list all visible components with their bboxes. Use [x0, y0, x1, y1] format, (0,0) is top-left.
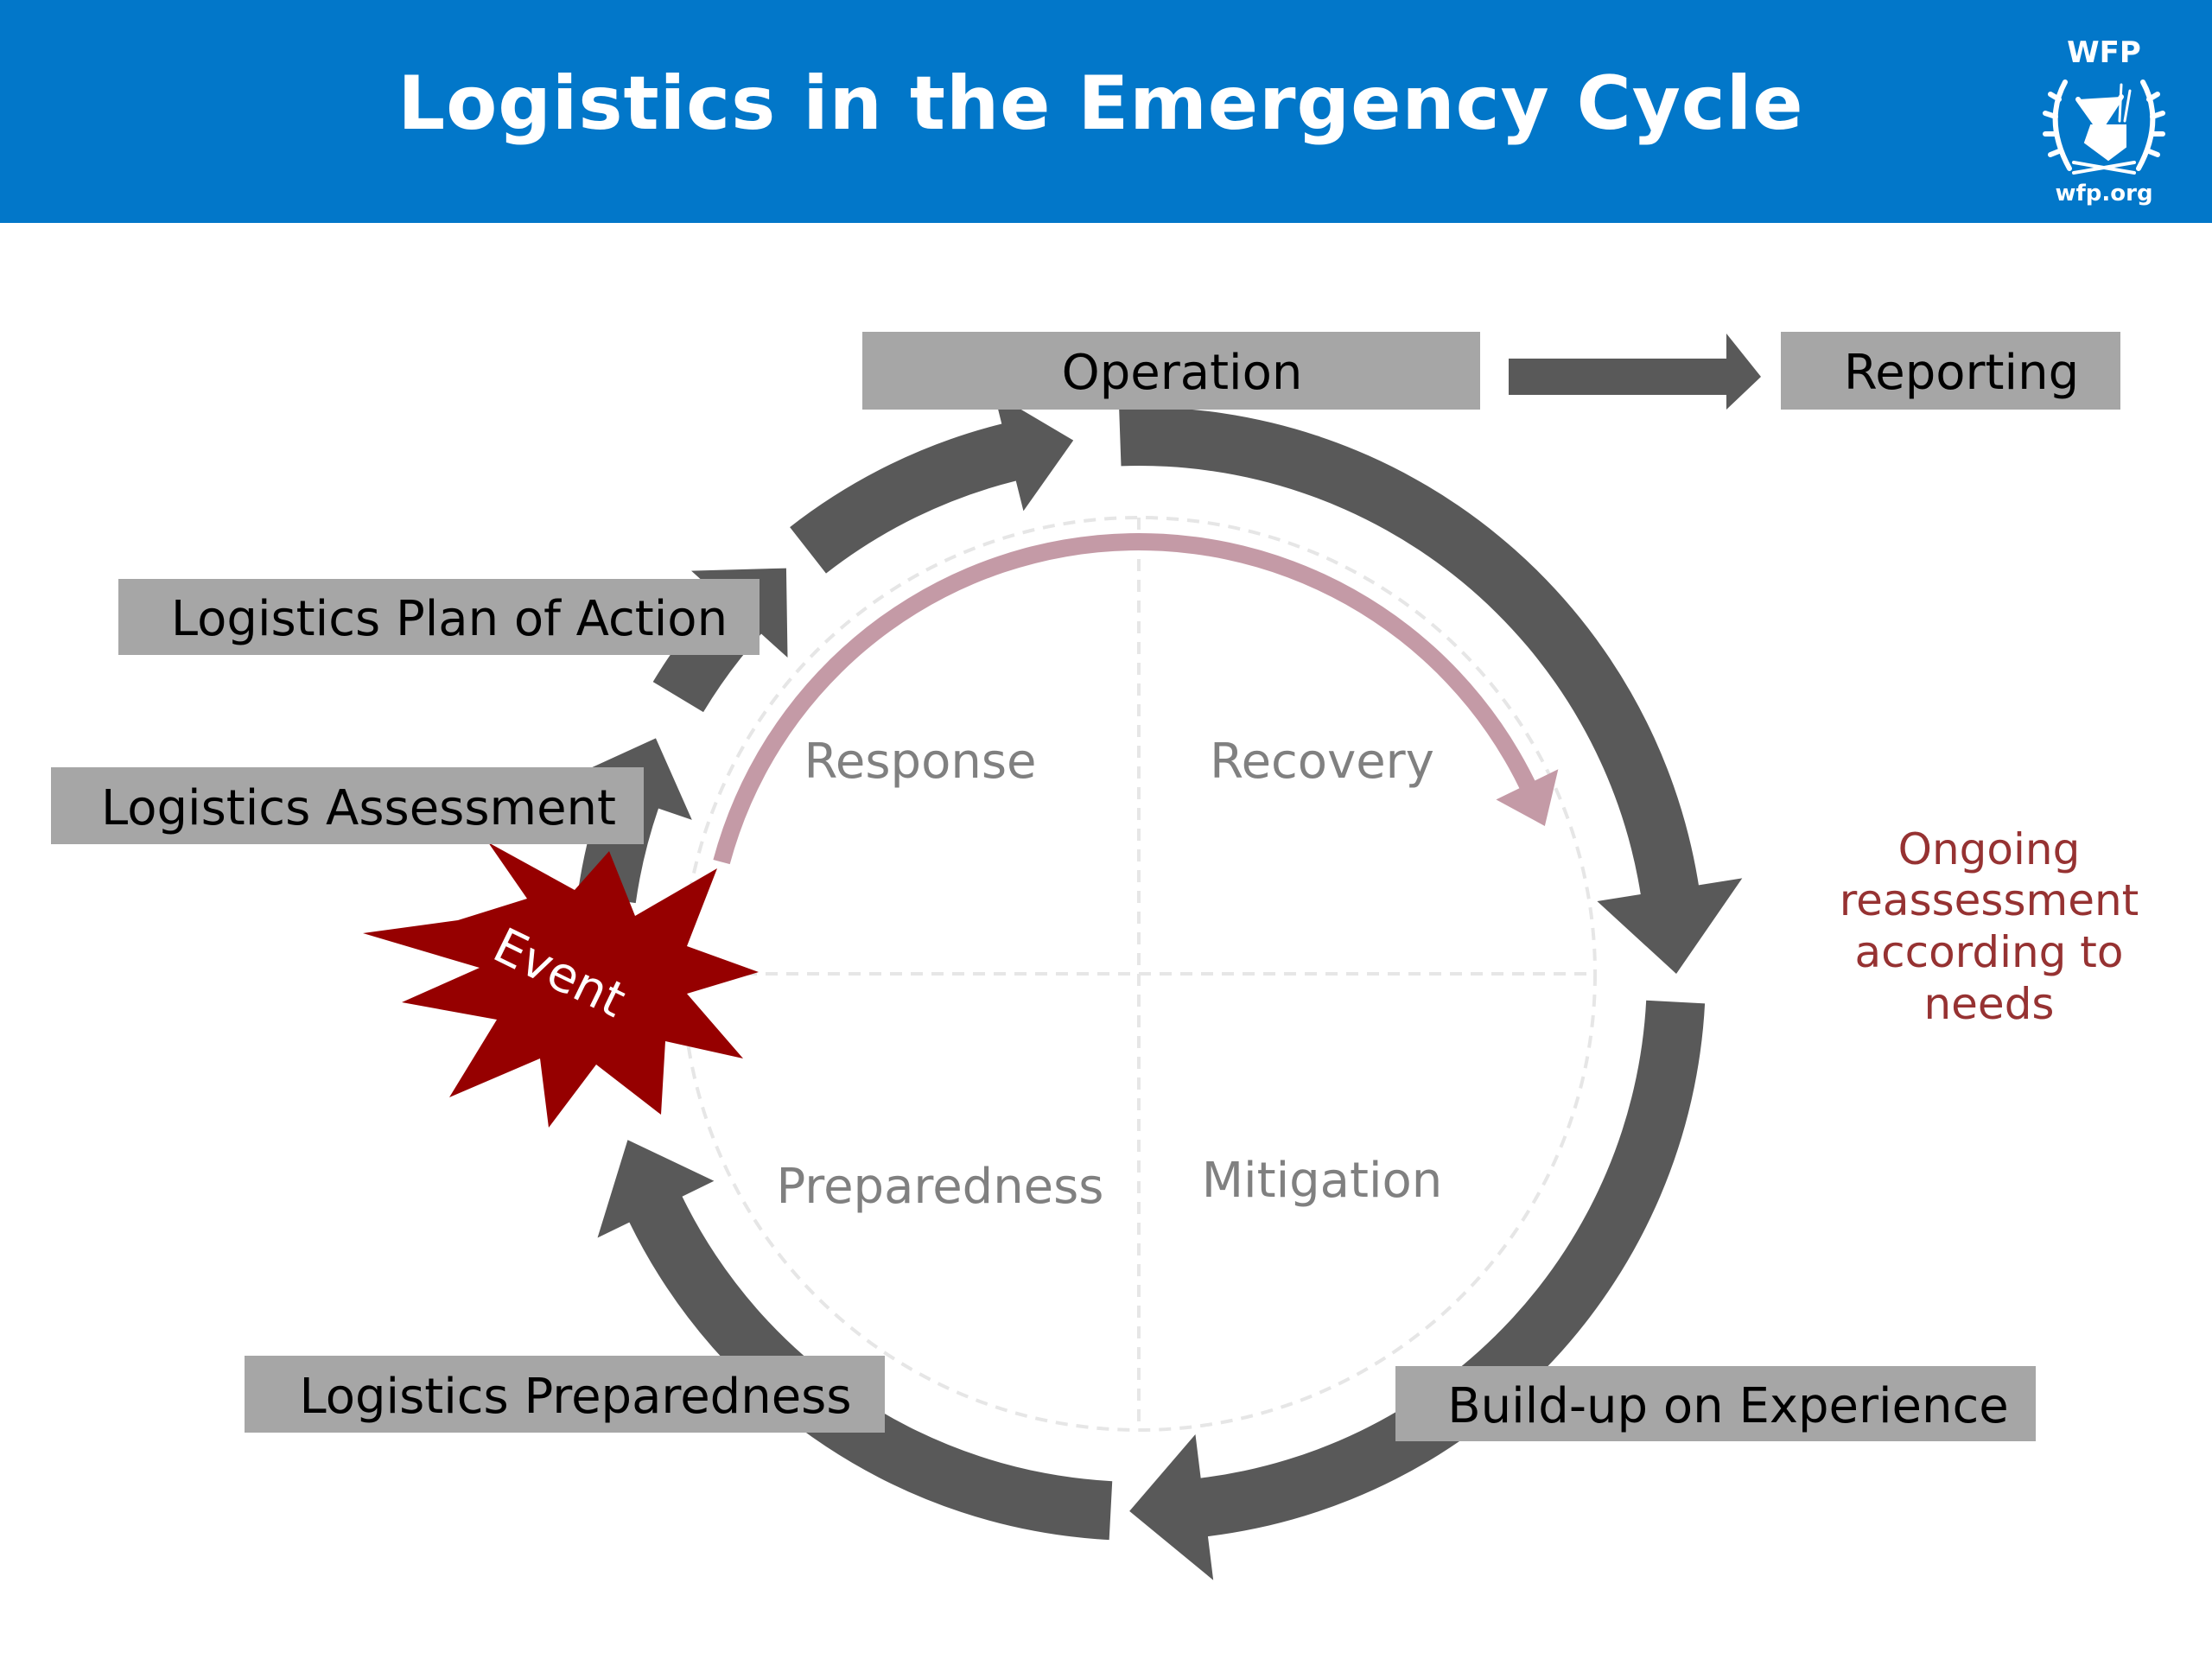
plan-of-action-box-bg: [118, 579, 760, 655]
preparedness-box: Logistics Preparedness: [245, 1356, 885, 1433]
preparedness-label: Logistics Preparedness: [299, 1369, 851, 1425]
ongoing-reassessment-note: Ongoing reassessment according to needs: [1840, 824, 2139, 1029]
note-line: reassessment: [1840, 875, 2139, 925]
wfp-logo: WFP wfp.org: [2043, 35, 2165, 207]
operation-box: Operation: [862, 332, 1480, 410]
cycle-arrow-segment: [597, 1140, 1113, 1541]
logo-url: wfp.org: [2055, 181, 2152, 207]
operation-label: Operation: [1062, 345, 1303, 401]
plan-of-action-label: Logistics Plan of Action: [171, 591, 728, 647]
build-up-label: Build-up on Experience: [1447, 1378, 2008, 1434]
reporting-box: Reporting: [1781, 332, 2120, 410]
event-starburst: Event: [363, 842, 759, 1128]
note-line: according to: [1854, 927, 2123, 977]
quadrant-label-mitigation: Mitigation: [1202, 1153, 1443, 1209]
cycle-arrow-segment: [790, 393, 1074, 574]
note-line: Ongoing: [1898, 824, 2081, 874]
preparedness-box-bg: [245, 1356, 885, 1433]
response-recovery-arrow: [713, 532, 1559, 865]
wfp-emblem-icon: [2043, 79, 2165, 175]
quadrant-label-response: Response: [804, 734, 1037, 790]
inner-arc-arrow: [713, 532, 1559, 865]
quadrant-label-recovery: Recovery: [1210, 734, 1434, 790]
cycle-arrow-segment: [1129, 1000, 1706, 1580]
quadrant-grid: [681, 516, 1597, 1432]
reporting-box-bg: [1781, 332, 2120, 410]
logo-name: WFP: [2067, 35, 2141, 70]
right-arrow-icon: [1509, 334, 1761, 410]
assessment-box: Logistics Assessment: [51, 767, 644, 844]
note-line: needs: [1923, 979, 2054, 1029]
cycle-arrow-segment: [1119, 407, 1743, 974]
build-up-box-bg: [1395, 1366, 2036, 1441]
assessment-box-bg: [51, 767, 644, 844]
assessment-label: Logistics Assessment: [101, 780, 616, 836]
plan-of-action-box: Logistics Plan of Action: [118, 579, 760, 655]
page-title: Logistics in the Emergency Cycle: [397, 60, 1804, 147]
quadrant-label-preparedness: Preparedness: [777, 1159, 1104, 1215]
reporting-label: Reporting: [1844, 345, 2079, 401]
starburst-shape: [363, 842, 759, 1128]
build-up-box: Build-up on Experience: [1395, 1366, 2036, 1441]
operation-box-bg: [862, 332, 1480, 410]
header-bar: Logistics in the Emergency Cycle WFP wfp…: [0, 0, 2212, 223]
